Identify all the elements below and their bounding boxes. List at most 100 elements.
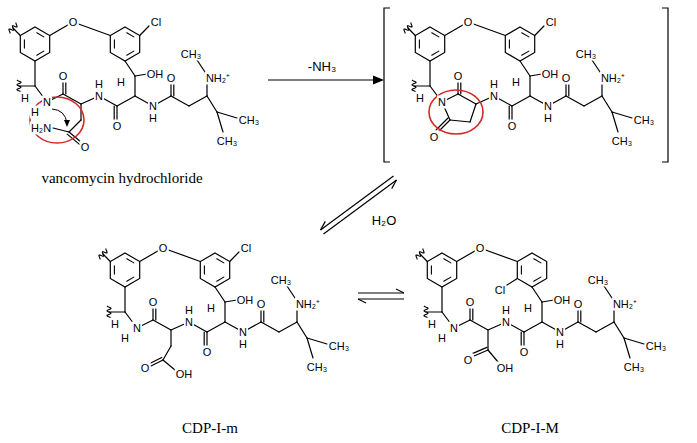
bond-line <box>207 96 217 112</box>
aromatic-bond <box>37 51 44 55</box>
bond-line <box>153 320 171 330</box>
bond-line <box>469 308 470 320</box>
aromatic-bond <box>24 40 25 48</box>
atom-label: CH₃ <box>270 274 292 287</box>
bond-line <box>470 104 476 122</box>
bond-line <box>624 338 644 344</box>
bond-line <box>529 76 530 96</box>
aromatic-bond <box>509 40 510 48</box>
equilibrium-arrow <box>358 298 404 299</box>
aromatic-bond <box>127 51 134 55</box>
bond-line <box>19 85 35 86</box>
double-bond-line <box>521 332 522 346</box>
aromatic-bond <box>127 259 134 263</box>
atom-label: O <box>561 72 572 85</box>
bond-line <box>125 61 135 76</box>
bond-line <box>577 310 578 322</box>
aromatic-bond <box>114 266 115 274</box>
atom-label: H₂N <box>30 122 52 135</box>
bond-line <box>584 96 602 106</box>
equilibrium-arrow <box>396 289 404 293</box>
atom-label: OH <box>146 68 165 81</box>
atom-label: H <box>184 304 194 317</box>
benzene-ring <box>517 253 546 287</box>
bond-line <box>261 322 279 332</box>
bond-line <box>109 311 125 312</box>
double-bond-line <box>580 310 581 322</box>
bond-line <box>480 248 517 262</box>
atom-label: N <box>132 322 142 335</box>
aromatic-bond <box>419 40 420 48</box>
benzene-ring <box>20 27 49 61</box>
atom-label: Cl <box>240 242 252 255</box>
atom-label: CH₃ <box>328 340 350 353</box>
bond-line <box>450 120 470 122</box>
atom-label: H <box>116 76 126 89</box>
atom-label: H <box>427 318 437 331</box>
bond-line <box>69 120 81 132</box>
atom-label: O <box>475 242 486 255</box>
bond-line <box>420 254 427 262</box>
wavy-bond <box>99 248 107 259</box>
atom-label: CH₃ <box>611 135 633 148</box>
bond-line <box>307 338 327 344</box>
atom-label: H <box>511 76 521 89</box>
aromatic-bond <box>522 33 529 37</box>
bond-line <box>541 302 542 322</box>
atom-label: CH₃ <box>645 340 667 353</box>
bond-line <box>80 104 81 120</box>
atom-label: H <box>206 302 216 315</box>
atom-label: H <box>94 78 104 91</box>
benzene-ring <box>110 27 139 61</box>
arrow-head <box>373 76 384 85</box>
atom-label: H <box>20 92 30 105</box>
double-bond-line <box>173 84 174 96</box>
bond-line <box>566 96 584 106</box>
bond-line <box>189 96 207 106</box>
bond-line <box>140 26 149 36</box>
bond-line <box>170 330 171 346</box>
bond-line <box>532 287 542 302</box>
bond-line <box>171 96 189 106</box>
bond-line <box>624 338 630 358</box>
bond-line <box>279 322 297 332</box>
atom-label: O <box>58 70 69 83</box>
atom-label: O <box>573 298 584 311</box>
aromatic-bond <box>521 266 522 274</box>
wavy-bond <box>424 306 428 318</box>
compound-name: CDP-I-m <box>179 420 241 437</box>
atom-label: Cl <box>545 16 557 29</box>
double-bond-line <box>460 82 461 94</box>
atom-label: NH₂⁺ <box>612 298 638 311</box>
bond-line <box>441 287 442 312</box>
bond-line <box>592 60 600 72</box>
double-bond-line <box>204 332 205 346</box>
wavy-bond <box>412 80 416 92</box>
bond-line <box>565 84 566 96</box>
atom-label: CH₃ <box>216 135 238 148</box>
bond-line <box>512 96 530 106</box>
bond-line <box>260 310 261 322</box>
aromatic-bond <box>432 51 439 55</box>
aromatic-bond <box>431 266 432 274</box>
bond-line <box>287 286 295 298</box>
atom-label: H <box>523 302 533 315</box>
aromatic-bond <box>522 51 529 55</box>
bond-line <box>429 61 430 86</box>
bond-line <box>134 76 135 96</box>
double-bond-line <box>568 84 569 96</box>
atom-label: H <box>148 112 158 125</box>
atom-label: H <box>555 338 565 351</box>
reaction-arrow <box>268 79 376 80</box>
atom-label: O <box>202 346 213 359</box>
atom-label: O <box>68 16 79 29</box>
atom-label: N <box>437 96 447 109</box>
atom-label: N <box>489 90 499 103</box>
double-bond-line <box>509 106 510 120</box>
atom-label: H <box>238 338 248 351</box>
bond-line <box>206 332 207 346</box>
bond-line <box>468 22 505 36</box>
atom-label: H <box>489 78 499 91</box>
bond-line <box>612 112 632 118</box>
